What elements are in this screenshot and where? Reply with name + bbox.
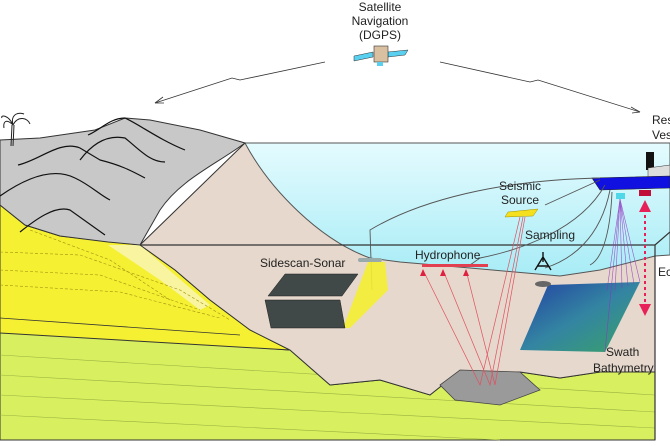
basement-strata xyxy=(0,354,656,441)
research-vessel xyxy=(591,152,670,199)
gps-signal-lines xyxy=(154,61,641,113)
vessel-label-1: Res xyxy=(652,113,670,127)
vessel-label-2: Ves xyxy=(652,128,670,142)
multibeam-transducer xyxy=(616,193,625,199)
hydrophone-streamer xyxy=(422,264,488,267)
sediment-strata xyxy=(0,229,231,321)
sand-layer xyxy=(108,245,210,310)
rock-outcrop xyxy=(439,369,541,406)
sampling-label: Sampling xyxy=(525,228,575,242)
seismic-label-1: Seismic xyxy=(499,179,541,193)
echo-arrows-icon xyxy=(639,200,651,316)
swath-label-1: Swath xyxy=(606,345,639,359)
tow-cables xyxy=(369,177,613,291)
sampler-icon xyxy=(534,252,552,287)
echo-label: Ec xyxy=(658,265,670,279)
block-outline xyxy=(140,231,670,440)
hydrophone-receivers-icon xyxy=(420,269,469,276)
sidescan-beam xyxy=(343,262,388,328)
swath-label-2: Bathymetry xyxy=(593,361,654,375)
satellite-label-2: Navigation xyxy=(352,14,409,28)
satellite-label-1: Satellite xyxy=(359,0,402,14)
hydrophone-label: Hydrophone xyxy=(415,248,481,262)
water-surface xyxy=(244,142,670,277)
satellite-icon xyxy=(353,45,409,66)
arrow-right-icon xyxy=(630,106,641,114)
seismic-source-icon xyxy=(504,208,539,218)
seismic-rays xyxy=(422,216,526,387)
echo-transducer xyxy=(639,190,651,196)
sidescan-label: Sidescan-Sonar xyxy=(260,256,345,270)
palm-tree-icon xyxy=(1,112,31,147)
sidescan-image xyxy=(264,273,359,329)
mountain-ridges xyxy=(0,117,186,236)
arrow-left-icon xyxy=(154,96,164,104)
swath-beams xyxy=(604,198,641,353)
seismic-label-2: Source xyxy=(501,193,539,207)
satellite-label-3: (DGPS) xyxy=(359,28,401,42)
sidescan-towfish-icon xyxy=(358,258,382,262)
